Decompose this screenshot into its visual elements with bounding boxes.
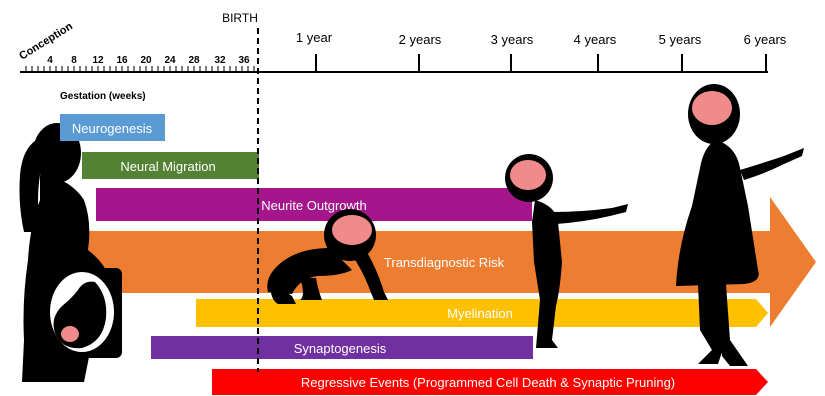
baby-brain-icon xyxy=(332,215,372,245)
year-tick-5: 5 years xyxy=(659,32,702,47)
gestation-tick-32: 32 xyxy=(214,55,226,66)
year-tick-6: 6 years xyxy=(744,32,787,47)
year-tick-4: 4 years xyxy=(574,32,617,47)
gestation-tick-labels: 4 8 12 16 20 24 28 32 36 xyxy=(47,55,250,66)
neural-migration-label: Neural Migration xyxy=(120,159,215,174)
toddler-brain-icon xyxy=(510,160,546,190)
birth-label: BIRTH xyxy=(222,11,258,25)
year-tick-3: 3 years xyxy=(491,32,534,47)
gestation-tick-8: 8 xyxy=(71,55,77,66)
gestation-tick-24: 24 xyxy=(164,55,176,66)
fetus-brain-icon xyxy=(61,326,79,342)
gestation-axis-label: Gestation (weeks) xyxy=(60,91,146,102)
year-tick-1: 1 year xyxy=(296,30,333,45)
year-tick-labels: 1 year 2 years 3 years 4 years 5 years 6… xyxy=(296,30,787,47)
transdiagnostic-risk-label: Transdiagnostic Risk xyxy=(384,255,505,270)
gestation-tick-12: 12 xyxy=(92,55,104,66)
regressive-events-label: Regressive Events (Programmed Cell Death… xyxy=(301,375,675,390)
gestation-tick-36: 36 xyxy=(238,55,250,66)
gestation-tick-28: 28 xyxy=(188,55,200,66)
year-tick-2: 2 years xyxy=(399,32,442,47)
myelination-label: Myelination xyxy=(447,306,513,321)
conception-label: Conception xyxy=(17,20,75,62)
gestation-tick-16: 16 xyxy=(116,55,128,66)
year-ticks xyxy=(316,54,766,72)
child-brain-icon xyxy=(692,91,732,125)
neurogenesis-label: Neurogenesis xyxy=(72,121,153,136)
timeline-axis: Conception 4 8 12 16 20 24 28 32 36 1 ye… xyxy=(17,11,787,102)
synaptogenesis-label: Synaptogenesis xyxy=(294,341,387,356)
gestation-tick-4: 4 xyxy=(47,55,53,66)
gestation-tick-20: 20 xyxy=(140,55,152,66)
